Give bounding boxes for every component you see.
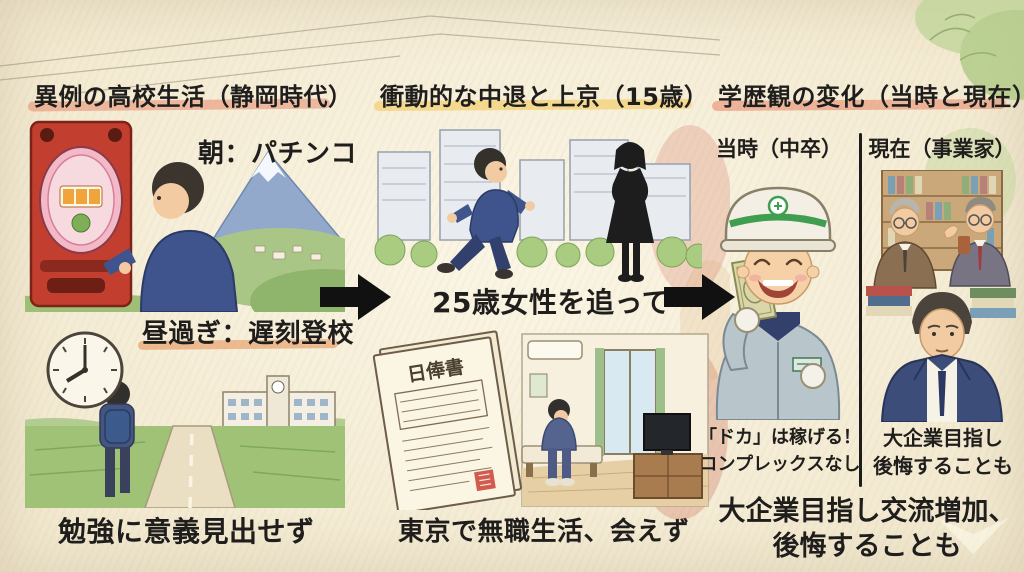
caption-dropout: 東京で無職生活、会えず [398, 517, 690, 547]
pachinko-illustration [25, 120, 345, 312]
right-arrow-icon [320, 274, 391, 320]
now-caption: 大企業目指し 後悔することも [873, 426, 1013, 478]
column-divider [859, 133, 862, 487]
education-bottom-caption: 大企業目指し交流増加、 後悔することも [718, 496, 1016, 563]
then-caption: 「ドカ」は稼げる！ コンプレックスなし [699, 427, 861, 475]
construction-worker-illustration [715, 186, 841, 420]
panel-title-high-school: 異例の高校生活（静岡時代） [34, 83, 353, 111]
chase-caption: 25歳女性を追って [432, 286, 671, 319]
panel-title-education: 学歴観の変化（当時と現在） [718, 83, 1024, 111]
school-road-illustration [25, 331, 345, 508]
caption-high-school: 勉強に意義見出せず [58, 515, 315, 548]
now-header: 現在（事業家） [868, 137, 1016, 161]
document-and-room-illustration: 日俸書 [372, 330, 709, 510]
right-arrow-icon [664, 274, 735, 320]
powerline-sketch [0, 15, 720, 96]
morning-label: 朝：パチンコ [198, 139, 358, 169]
afternoon-label: 昼過ぎ：遅刻登校 [142, 319, 355, 349]
panel-title-dropout: 衝動的な中退と上京（15歳） [380, 83, 709, 111]
running-after-woman-illustration [374, 129, 702, 282]
watermark-chevron [938, 518, 1008, 554]
businessmen-illustration [866, 170, 1016, 422]
then-header: 当時（中卒） [716, 137, 842, 161]
